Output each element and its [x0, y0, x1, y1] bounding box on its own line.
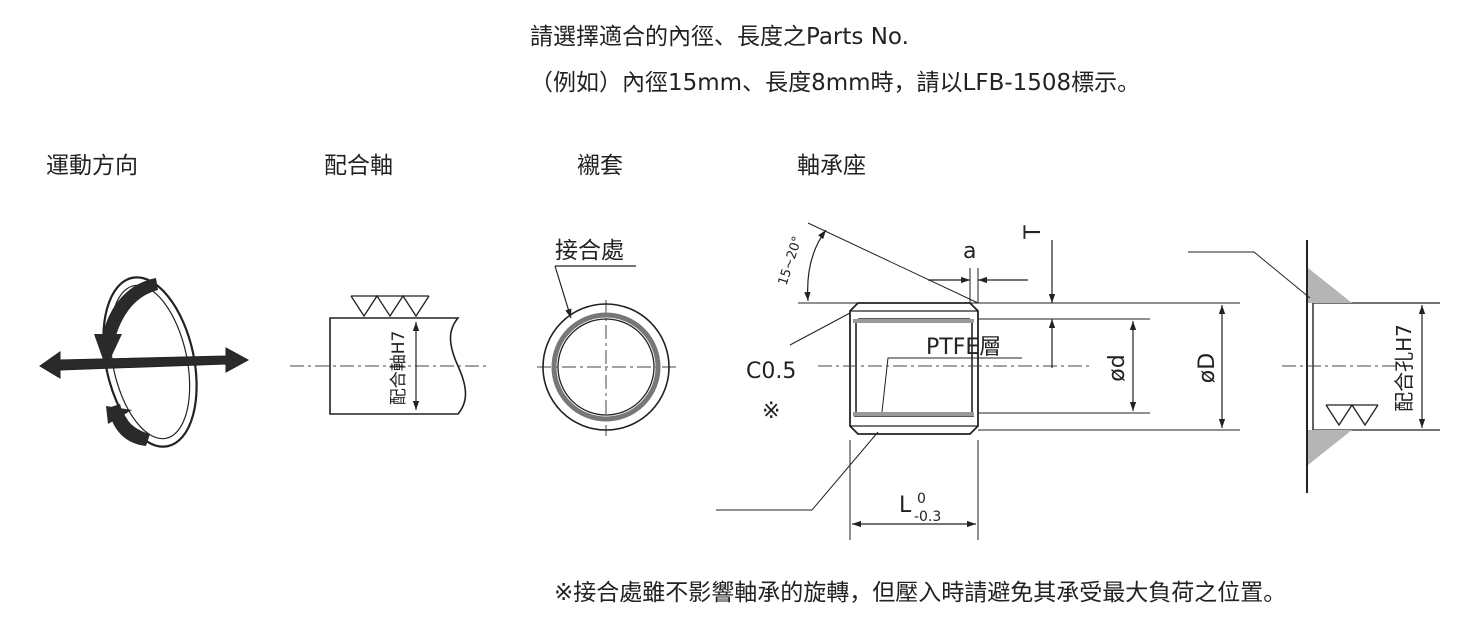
column-title-bushing: 襯套 — [577, 153, 623, 179]
housing-drawing: 配合孔H7 — [1188, 240, 1440, 493]
joint-label: 接合處 — [555, 238, 624, 264]
column-title-shaft: 配合軸 — [324, 153, 393, 179]
shaft-fit-label: 配合軸H7 — [389, 331, 409, 406]
ptfe-layer-label: PTFE層 — [926, 335, 1001, 360]
dim-T-label: T — [1021, 225, 1046, 240]
intro-line-2: （例如）內徑15mm、長度8mm時，請以LFB-1508標示。 — [530, 70, 1141, 96]
dim-L-label: L — [899, 493, 912, 518]
dim-L-upper-tolerance: 0 — [917, 491, 926, 507]
chamfer-angle-label: 15~20° — [776, 235, 806, 288]
footnote: ※接合處雖不影響軸承的旋轉，但壓入時請避免其承受最大負荷之位置。 — [554, 580, 1287, 606]
motion-direction-icon — [39, 276, 250, 448]
housing-fit-label: 配合孔H7 — [1392, 324, 1416, 412]
chamfer-mark: ※ — [762, 399, 780, 424]
shaft-drawing: 配合軸H7 — [290, 294, 490, 415]
dim-L-lower-tolerance: -0.3 — [914, 509, 941, 525]
column-title-motion: 運動方向 — [46, 153, 138, 179]
dim-d-label: ød — [1105, 354, 1130, 381]
chamfer-label: C0.5 — [746, 359, 796, 384]
intro-line-1: 請選擇適合的內徑、長度之Parts No. — [530, 24, 909, 50]
dim-D-label: øD — [1195, 353, 1220, 383]
bearing-section-drawing: T a 15~20° C0.5 ※ PTFE層 ød øD — [716, 222, 1240, 540]
column-title-housing: 軸承座 — [797, 153, 866, 179]
dim-a-label: a — [963, 239, 976, 264]
bushing-drawing: 接合處 — [537, 238, 677, 436]
